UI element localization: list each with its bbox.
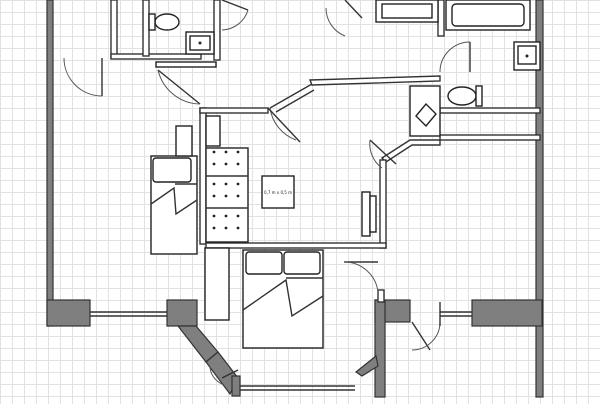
chair-marker [224,194,228,198]
chair-marker [212,182,216,186]
door-top-left [221,0,249,11]
chair-marker [224,150,228,154]
door-top-mid [344,0,363,19]
bay-wall [176,325,379,397]
wall-hall-north [308,75,441,86]
bedroom-2 [204,247,324,349]
wall-bed1-east [199,107,207,245]
blanket-fold-bedroom2 [242,278,324,318]
chair-marker [236,226,240,230]
wall-se-block [471,299,543,327]
pillow-bedroom1 [152,157,192,183]
wall-south-mid-column [374,299,386,398]
toilet-bath1 [154,13,180,31]
chair-marker [236,194,240,198]
dresser-bedroom2 [204,247,230,321]
chair-marker [212,214,216,218]
shelf-bath1 [155,61,217,68]
tv-unit [361,191,371,237]
wall-east [535,0,544,398]
wall-bath1-west [110,0,118,59]
blanket-fold-bedroom1 [150,186,198,216]
windows [90,311,472,391]
chair-marker [224,214,228,218]
wall-kitchen-west [379,159,387,249]
bedroom-1 [150,115,221,255]
door-bay [221,369,239,379]
door-bath1 [157,69,201,105]
doors [63,0,471,385]
door-bed1 [269,83,313,109]
wall-bath1-south [110,53,202,60]
exterior-walls [46,0,544,398]
toilet-bath2 [447,86,477,106]
laptop-icon [415,102,437,128]
door-bath2 [439,41,471,73]
chair-marker [224,226,228,230]
table-size-label: 0,7 m x 0,5 m [264,190,292,195]
wall-bed1-south-block [166,299,198,327]
bathroom-1 [148,13,217,68]
wall-bed2-north [205,242,387,249]
chair-marker [224,162,228,166]
wall-west [46,0,54,327]
chair-marker [212,194,216,198]
wall-sw-block [46,299,91,327]
chair-marker [236,150,240,154]
chair-marker [236,162,240,166]
dining-dots [212,150,240,230]
chair-marker [236,182,240,186]
pillow-right-bedroom2 [283,251,321,275]
coffee-table [261,175,295,209]
wardrobe-bedroom1 [205,115,221,147]
chair-marker [212,150,216,154]
door-kitchen [369,139,397,165]
nightstand-bedroom1 [175,125,193,157]
pillow-left-bedroom2 [245,251,283,275]
chair-marker [212,226,216,230]
chair-marker [212,162,216,166]
bathroom-2 [375,0,541,137]
chair-marker [236,214,240,218]
chair-marker [224,182,228,186]
